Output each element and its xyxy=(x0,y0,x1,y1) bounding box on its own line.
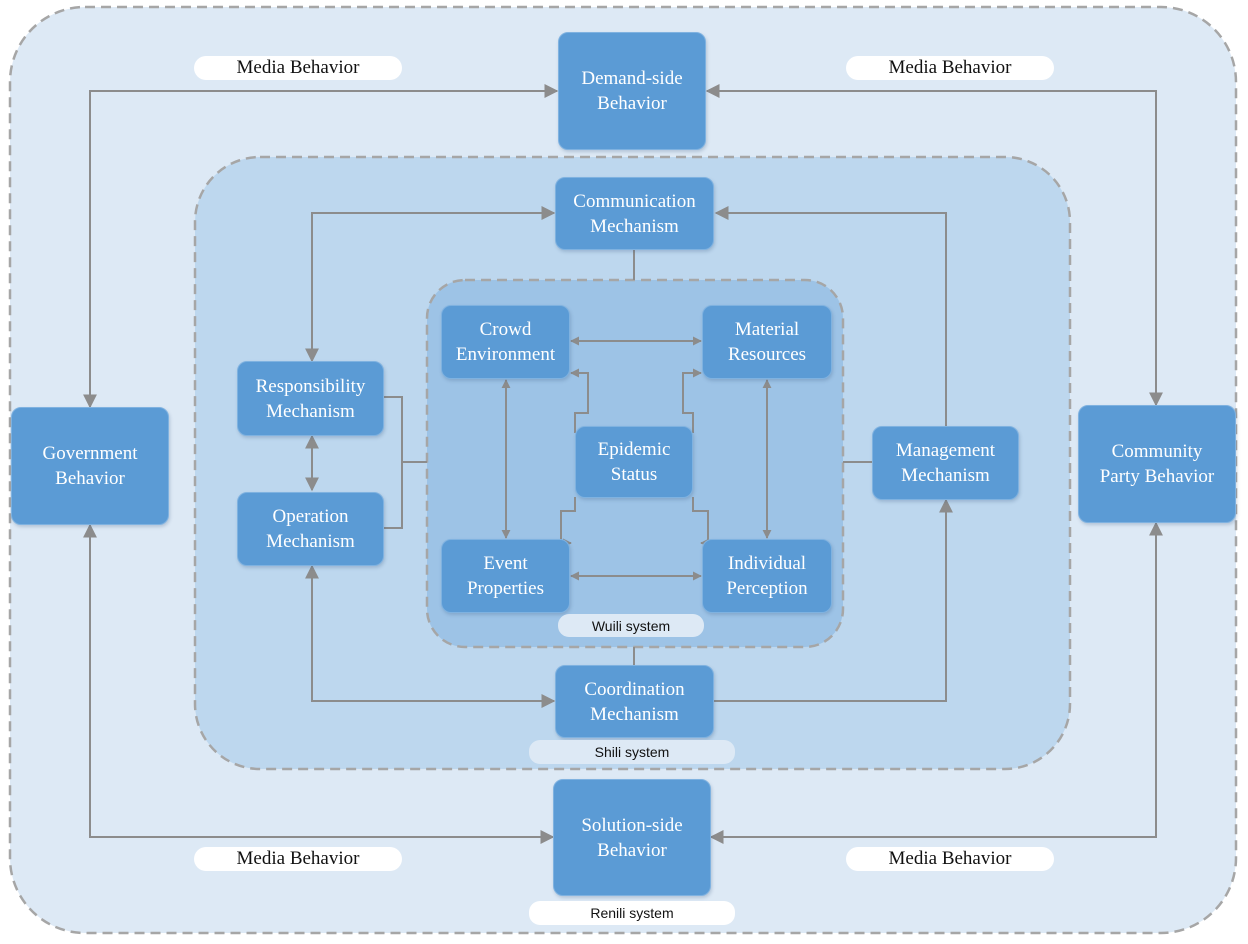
solution-side-behavior-node: Solution-side Behavior xyxy=(553,779,711,896)
connector-left-bracket xyxy=(383,396,427,529)
arrow-community-demand xyxy=(705,84,1163,407)
arrow-epidemic-material xyxy=(682,368,702,433)
operation-mechanism-node: Operation Mechanism xyxy=(237,492,384,566)
arrow-coordination-management xyxy=(714,498,953,702)
individual-perception-node: Individual Perception xyxy=(702,539,832,613)
demand-side-behavior-node: Demand-side Behavior xyxy=(558,32,706,150)
event-properties-node: Event Properties xyxy=(441,539,570,613)
arrow-government-solution xyxy=(83,523,555,844)
material-resources-node: Material Resources xyxy=(702,305,832,379)
arrow-government-demand xyxy=(83,84,559,409)
arrow-operation-coordination xyxy=(305,564,556,708)
government-behavior-node: Government Behavior xyxy=(11,407,169,525)
arrow-community-solution xyxy=(709,521,1163,844)
arrow-epidemic-crowd xyxy=(570,368,589,433)
media-behavior-label-bottom-right: Media Behavior xyxy=(846,847,1054,871)
media-behavior-label-top-right: Media Behavior xyxy=(846,56,1054,80)
arrow-responsibility-communication xyxy=(305,206,556,363)
communication-mechanism-node: Communication Mechanism xyxy=(555,177,714,250)
community-party-behavior-node: Community Party Behavior xyxy=(1078,405,1236,523)
wuili-system-label: Wuili system xyxy=(558,614,704,637)
management-mechanism-node: Management Mechanism xyxy=(872,426,1019,500)
renili-system-label: Renili system xyxy=(529,901,735,925)
epidemic-status-node: Epidemic Status xyxy=(575,426,693,498)
arrow-management-communication xyxy=(714,206,947,426)
crowd-environment-node: Crowd Environment xyxy=(441,305,570,379)
responsibility-mechanism-node: Responsibility Mechanism xyxy=(237,361,384,436)
coordination-mechanism-node: Coordination Mechanism xyxy=(555,665,714,738)
shili-system-label: Shili system xyxy=(529,740,735,764)
media-behavior-label-top-left: Media Behavior xyxy=(194,56,402,80)
media-behavior-label-bottom-left: Media Behavior xyxy=(194,847,402,871)
